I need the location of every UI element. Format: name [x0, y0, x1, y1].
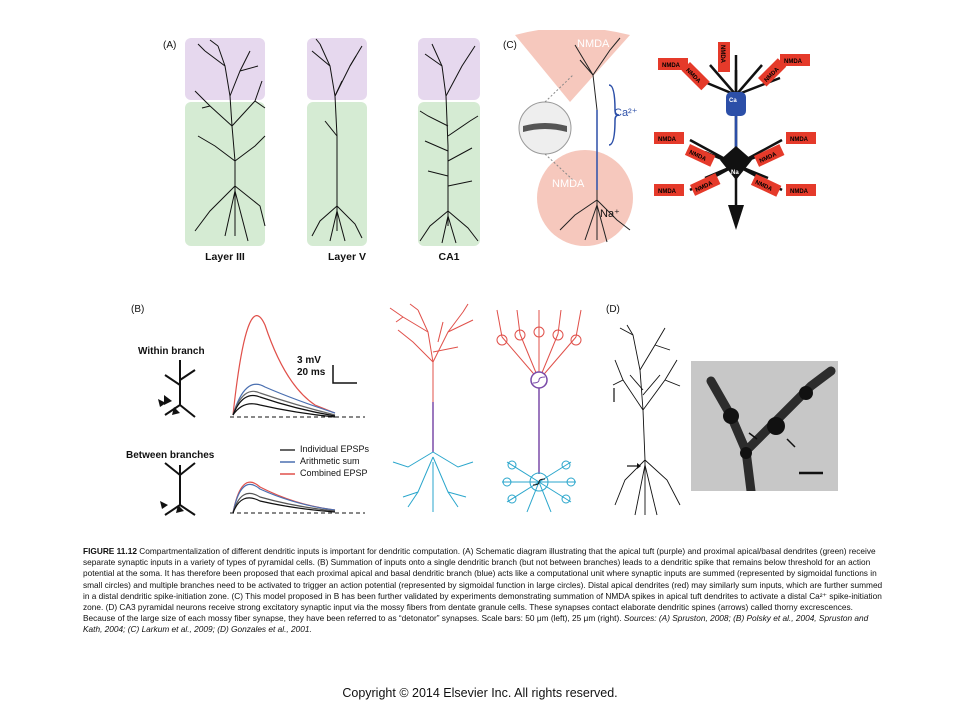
panel-c-nmda-schematic: NMDA NMDA NMDA NMDA NMDA NMDA NMDA NMDA …	[654, 42, 816, 230]
ca-node-label: Ca	[729, 98, 737, 104]
scale-bar-mv: 3 mV	[297, 355, 321, 366]
proximal-zone-ca1	[418, 102, 480, 246]
svg-text:NMDA: NMDA	[662, 63, 681, 69]
panel-a-figure	[185, 38, 480, 246]
panel-b-branch-diagrams	[158, 360, 196, 516]
nmda-fan-top	[515, 30, 630, 102]
neuron-layer-iii	[194, 39, 266, 242]
legend-individual-epsps: Individual EPSPs	[300, 444, 370, 454]
column-label-layer-v: Layer V	[328, 251, 366, 263]
svg-text:NMDA: NMDA	[790, 189, 809, 195]
figure-caption: FIGURE 11.12 Compartmentalization of dif…	[83, 546, 883, 636]
between-branches-label: Between branches	[126, 450, 215, 461]
panel-b-sigmoid-model	[496, 309, 582, 513]
figure-number: FIGURE 11.12	[83, 546, 137, 556]
proximal-zone-layer-iii	[185, 102, 265, 246]
panel-d-label: (D)	[606, 304, 620, 315]
column-label-ca1: CA1	[438, 251, 460, 263]
nmda-label-bottom: NMDA	[552, 178, 585, 190]
panel-b-label: (B)	[131, 304, 145, 315]
na-node-label: Na	[731, 170, 739, 176]
apical-tuft-zone-ca1	[418, 38, 480, 100]
caption-body: Compartmentalization of different dendri…	[83, 546, 883, 624]
neuron-layer-v	[311, 38, 363, 242]
svg-text:NMDA: NMDA	[790, 137, 809, 143]
copyright-notice: Copyright © 2014 Elsevier Inc. All right…	[342, 686, 618, 700]
svg-text:NMDA: NMDA	[719, 45, 725, 64]
apical-tuft-zone-layer-v	[307, 38, 367, 100]
svg-text:NMDA: NMDA	[658, 189, 677, 195]
nmda-label-top: NMDA	[577, 38, 610, 50]
neuron-ca1	[419, 43, 479, 244]
panel-a-label: (A)	[163, 40, 177, 51]
svg-text:NMDA: NMDA	[784, 59, 803, 65]
column-label-layer-iii: Layer III	[205, 251, 245, 263]
panel-b-epsp-traces	[230, 314, 365, 514]
panel-d-micrograph	[691, 361, 838, 491]
caption-sources: Sources: (A) Spruston, 2008; (B) Polsky …	[83, 613, 869, 635]
nmda-circle-bottom	[537, 150, 633, 246]
ca-bracket	[608, 84, 620, 146]
na-node	[720, 146, 752, 180]
scale-bar-ms: 20 ms	[297, 367, 326, 378]
within-branch-label: Within branch	[138, 346, 205, 357]
panel-c-label: (C)	[503, 40, 517, 51]
panel-d-ca3-neuron	[612, 324, 681, 516]
svg-text:NMDA: NMDA	[658, 137, 677, 143]
legend-combined-epsp: Combined EPSP	[300, 468, 368, 478]
panel-c-neuron-figure	[515, 30, 633, 246]
legend-arithmetic-sum: Arithmetic sum	[300, 456, 360, 466]
na-plus-label: Na⁺	[600, 208, 620, 220]
panel-b-colored-neuron	[389, 303, 474, 512]
ca-node	[726, 92, 746, 116]
ca-plus-label: Ca²⁺	[614, 107, 638, 119]
